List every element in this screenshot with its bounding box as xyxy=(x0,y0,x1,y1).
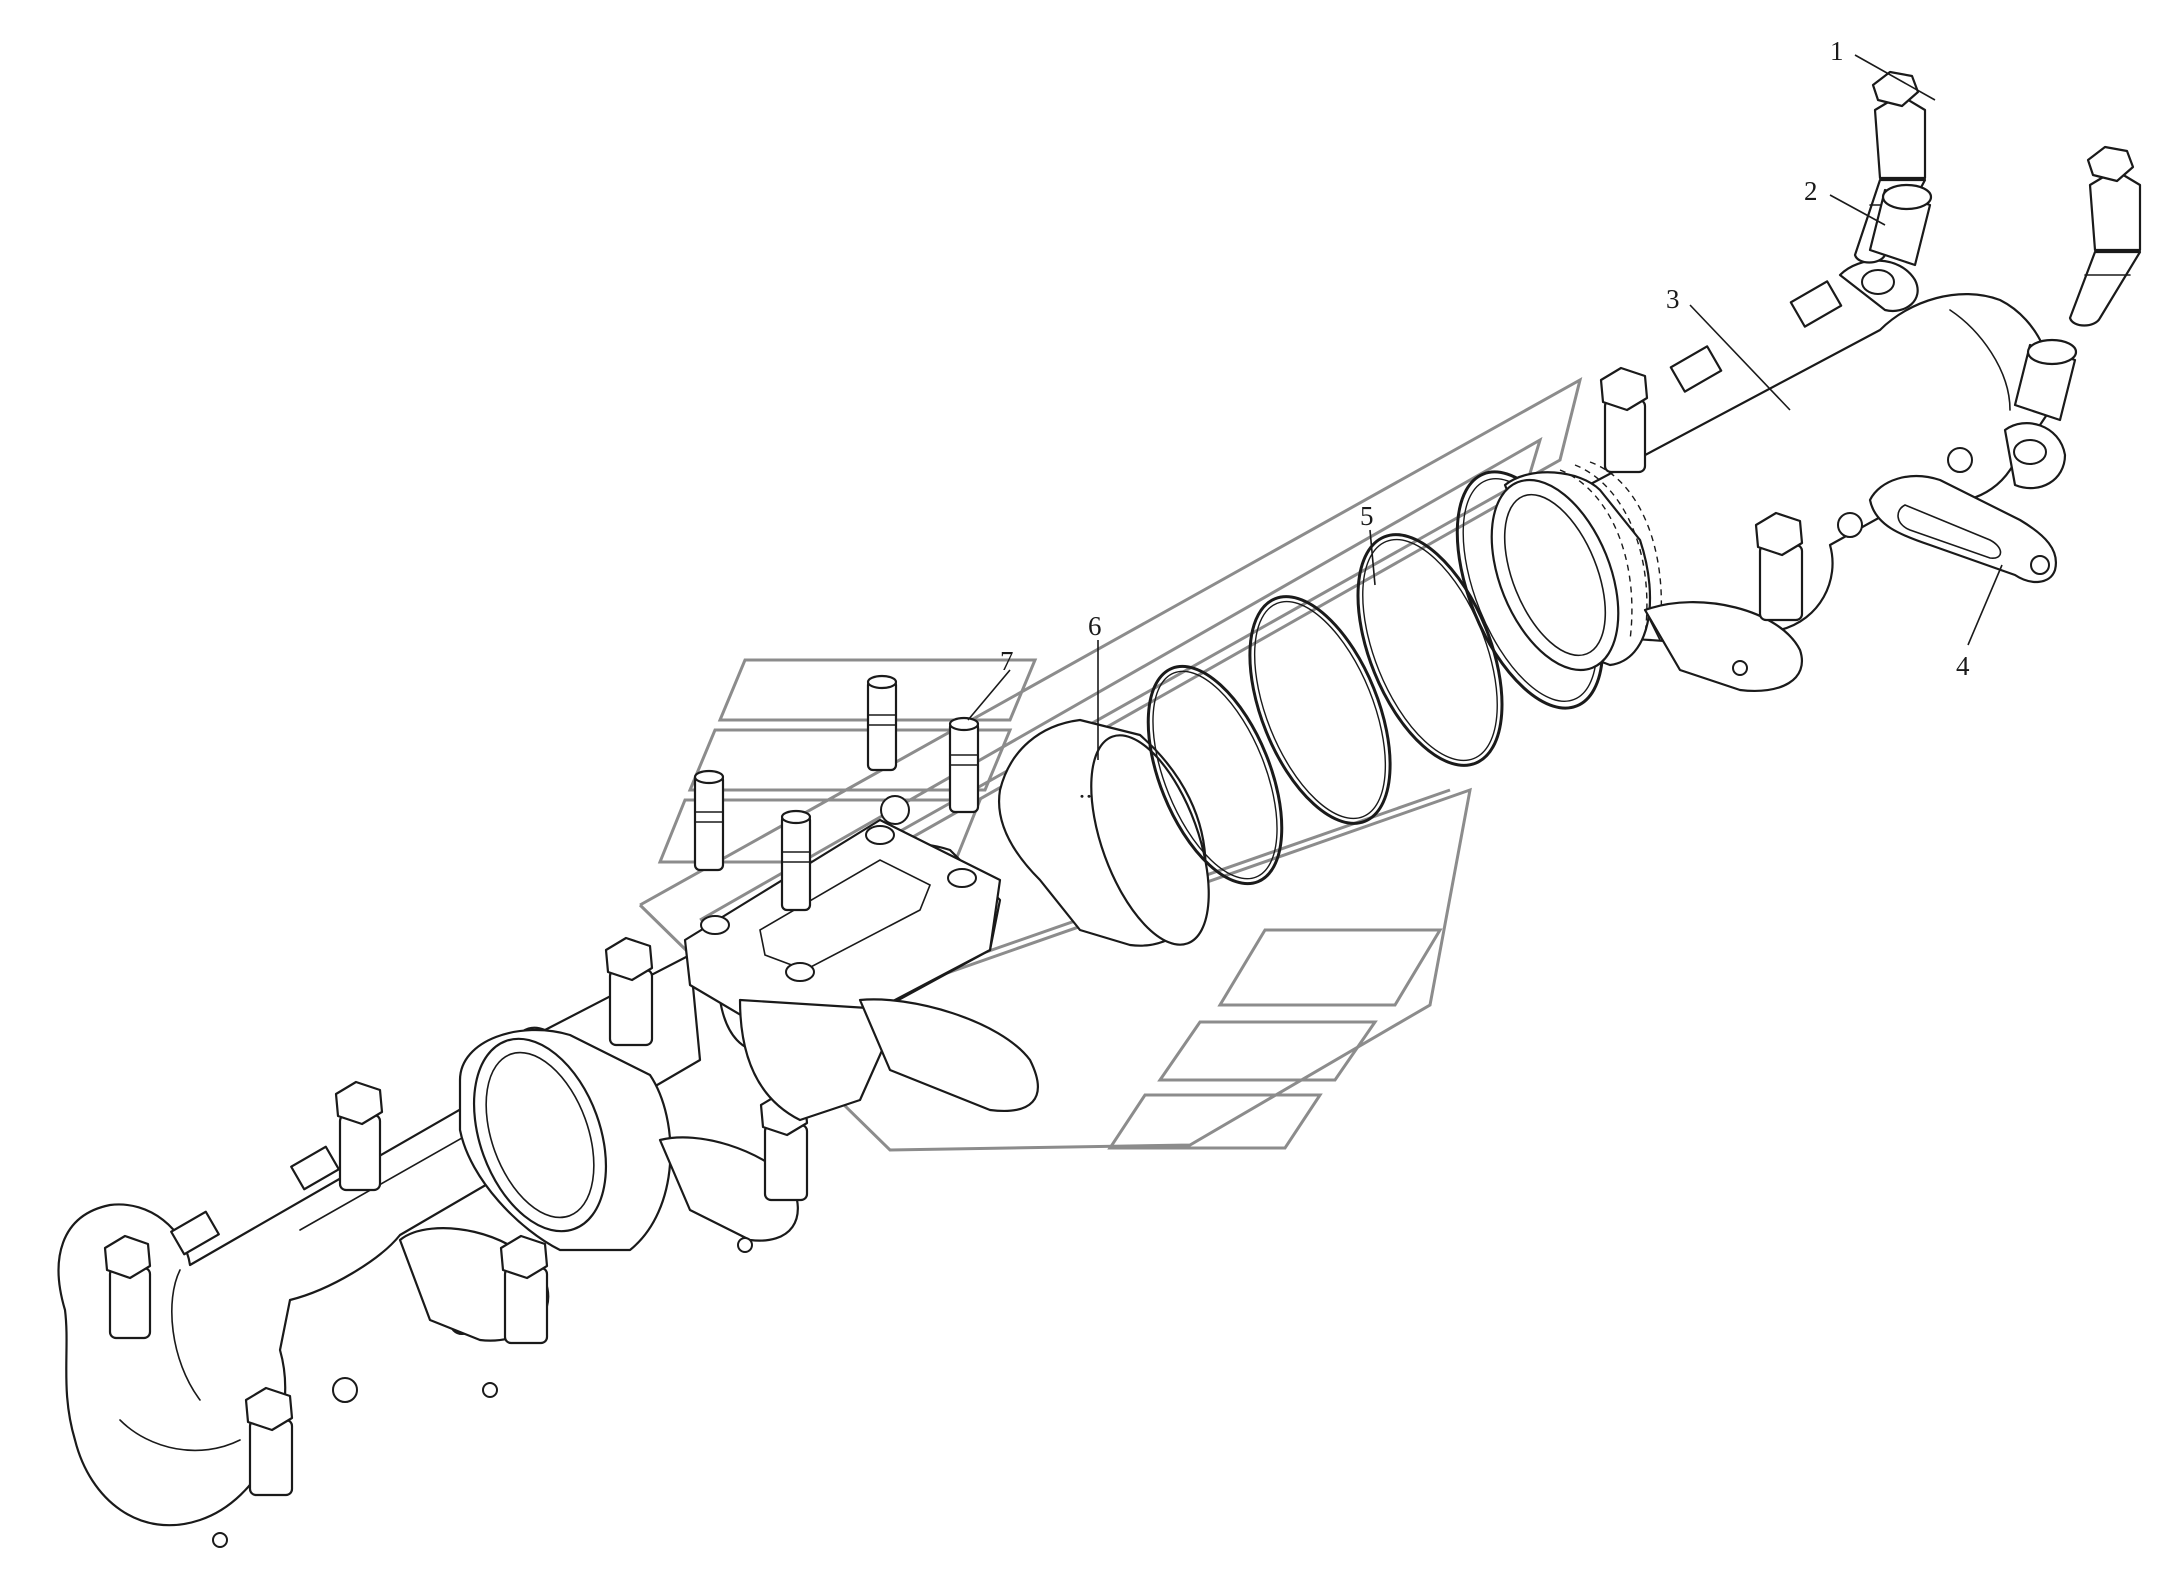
callout-5: 5 xyxy=(1360,501,1376,586)
svg-text:1: 1 xyxy=(1830,36,1844,66)
rear-manifold-section xyxy=(1490,259,2067,692)
bolt-front-2 xyxy=(244,1386,294,1497)
callout-7: 7 xyxy=(967,646,1014,721)
spacer-2b xyxy=(2013,338,2078,422)
stud-a xyxy=(866,674,898,772)
callout-6: 6 xyxy=(1088,611,1102,760)
stud-d xyxy=(780,809,812,912)
callout-4: 4 xyxy=(1956,564,2003,681)
center-manifold-section: · · xyxy=(998,718,1210,947)
seal-rings-item-5 xyxy=(1146,470,1605,886)
spacer-2a xyxy=(1868,183,1933,267)
studs-item-7 xyxy=(693,674,980,912)
svg-text:· ·: · · xyxy=(1080,789,1091,803)
gasket-item-4 xyxy=(1868,475,2058,583)
svg-text:6: 6 xyxy=(1088,611,1102,641)
stud-c xyxy=(693,769,725,872)
svg-text:3: 3 xyxy=(1666,284,1680,314)
svg-text:5: 5 xyxy=(1360,501,1374,531)
callout-1: 1 xyxy=(1830,36,1936,101)
svg-text:2: 2 xyxy=(1804,176,1818,206)
svg-text:4: 4 xyxy=(1956,651,1970,681)
callout-3: 3 xyxy=(1666,284,1791,411)
svg-text:7: 7 xyxy=(1000,646,1014,676)
front-manifold-section xyxy=(57,936,809,1548)
turbo-flange xyxy=(683,795,1039,1122)
stud-b xyxy=(948,716,980,814)
bolt-front-1 xyxy=(103,1234,152,1340)
bolt-front-5 xyxy=(604,936,654,1047)
spacers-item-2 xyxy=(1868,183,2078,422)
callout-2: 2 xyxy=(1804,176,1886,226)
callouts: 1 2 3 4 5 6 7 xyxy=(967,36,2003,760)
bolt-front-3 xyxy=(334,1080,384,1192)
bolt-rear-2 xyxy=(1754,511,1804,622)
bolt-front-4 xyxy=(499,1234,549,1345)
bolt-rear-1 xyxy=(1599,366,1649,474)
bolt-1b xyxy=(2068,145,2142,327)
